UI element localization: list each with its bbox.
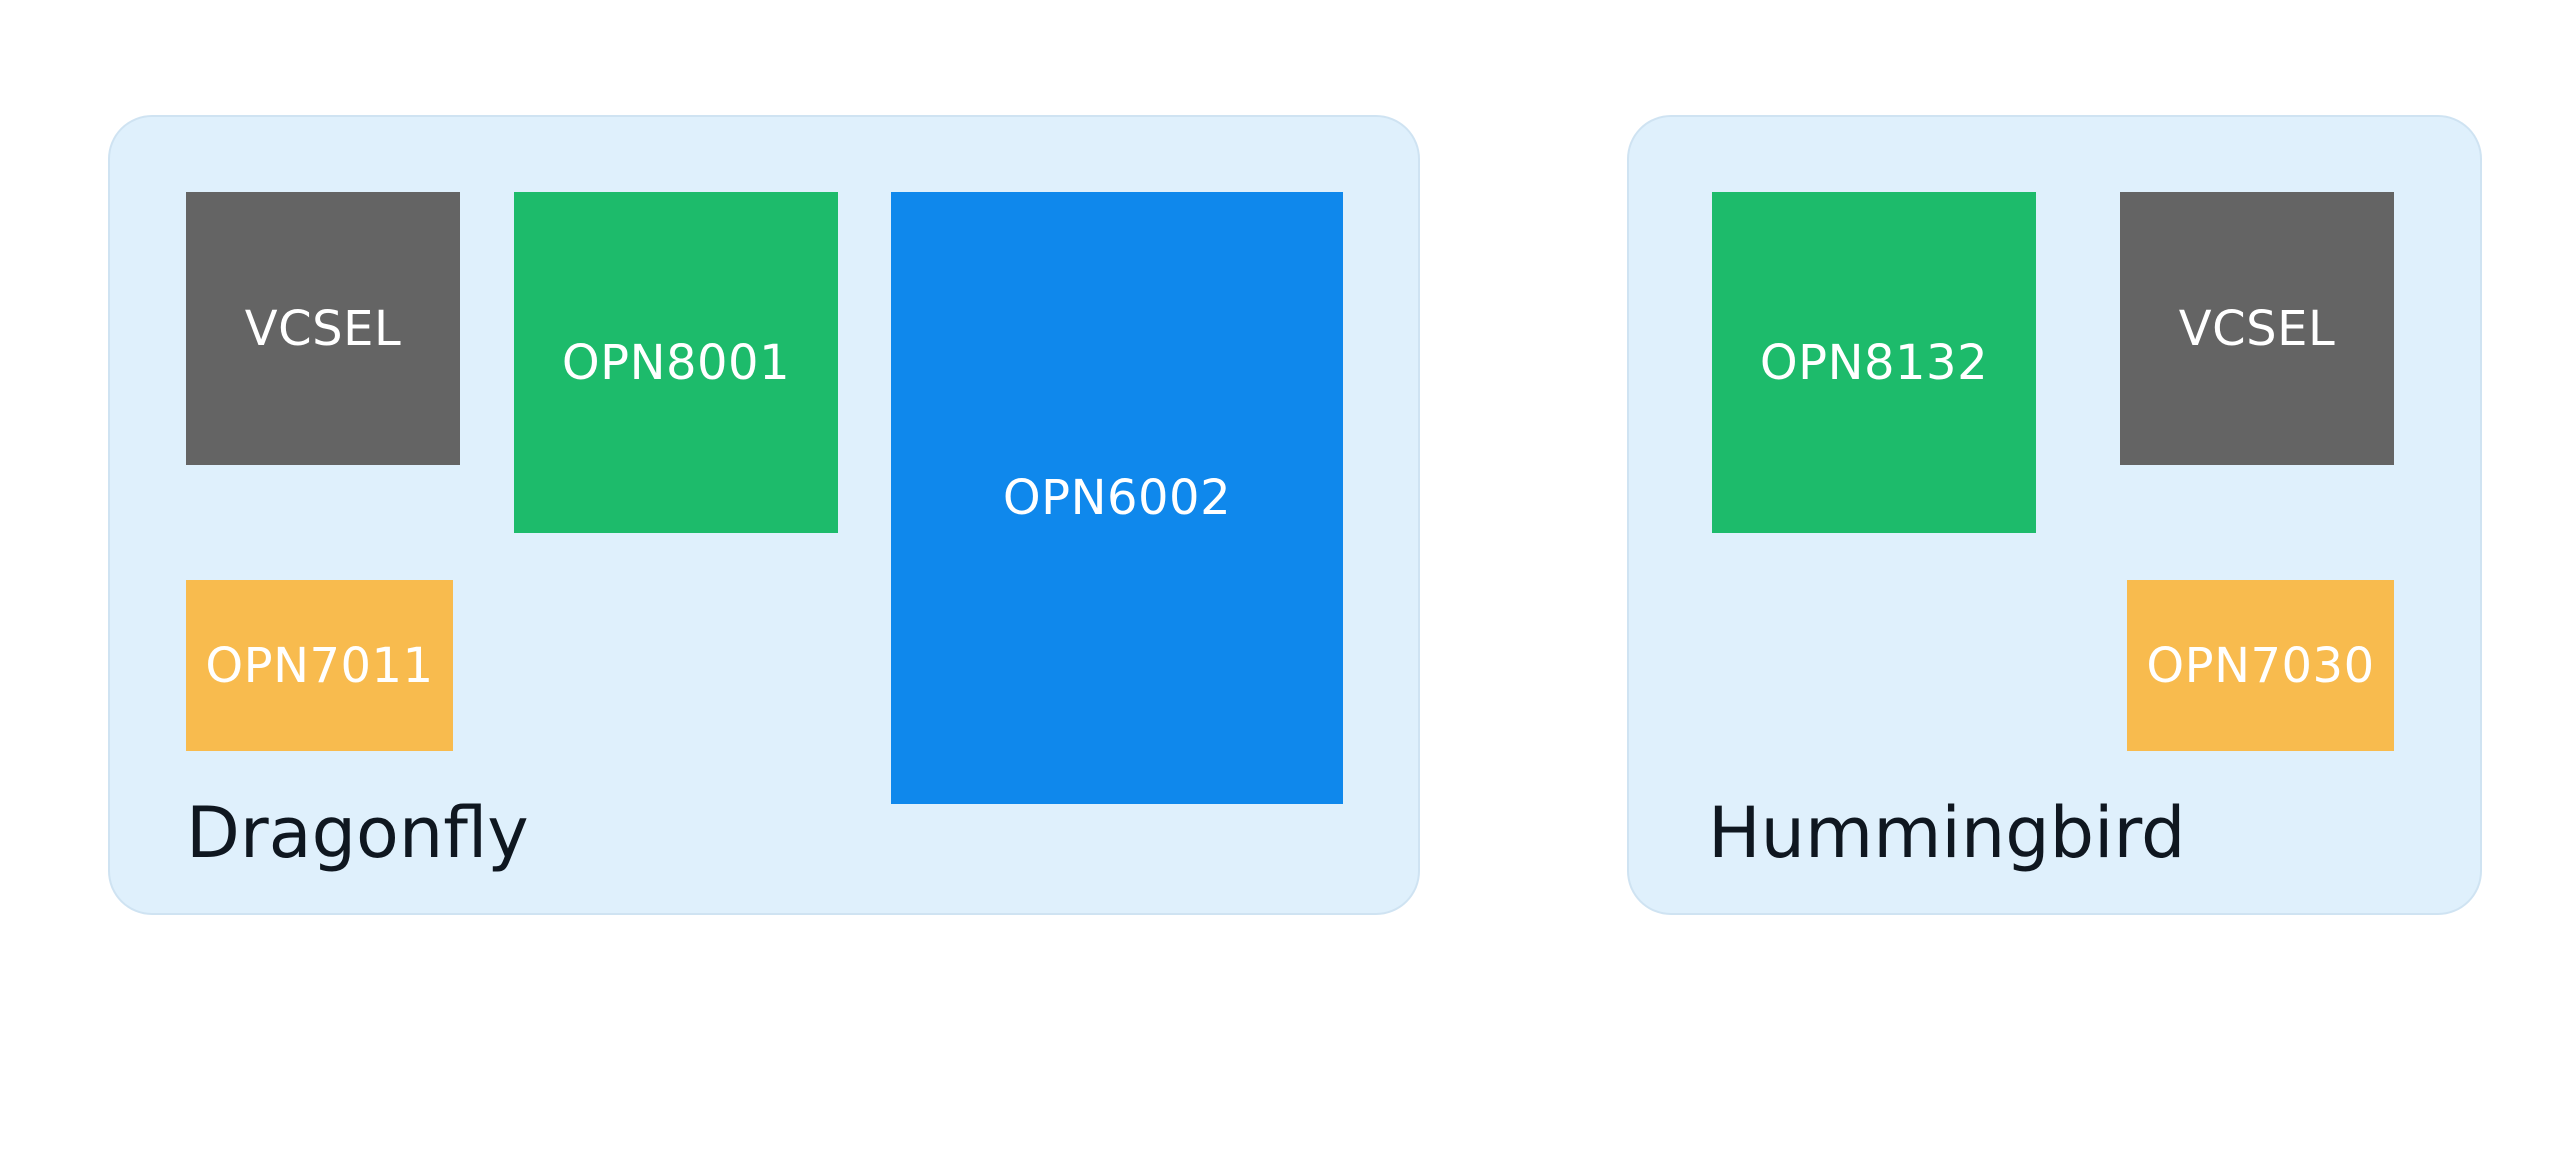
board-title-dragonfly: Dragonfly <box>186 792 529 874</box>
chip-label: OPN7011 <box>205 637 434 694</box>
chip-vcsel-hummingbird: VCSEL <box>2120 192 2394 465</box>
chip-opn8132: OPN8132 <box>1712 192 2036 533</box>
chip-opn6002: OPN6002 <box>891 192 1343 804</box>
chip-opn7011: OPN7011 <box>186 580 453 751</box>
chip-label: OPN7030 <box>2146 637 2375 694</box>
chip-label: VCSEL <box>2178 300 2336 357</box>
board-title-hummingbird: Hummingbird <box>1708 792 2186 874</box>
chip-opn8001: OPN8001 <box>514 192 838 533</box>
chip-label: OPN6002 <box>1002 470 1232 526</box>
chip-label: OPN8132 <box>1759 334 1989 391</box>
chip-vcsel-dragonfly: VCSEL <box>186 192 460 465</box>
chip-label: VCSEL <box>244 300 402 357</box>
chip-opn7030: OPN7030 <box>2127 580 2394 751</box>
chip-label: OPN8001 <box>561 334 791 391</box>
